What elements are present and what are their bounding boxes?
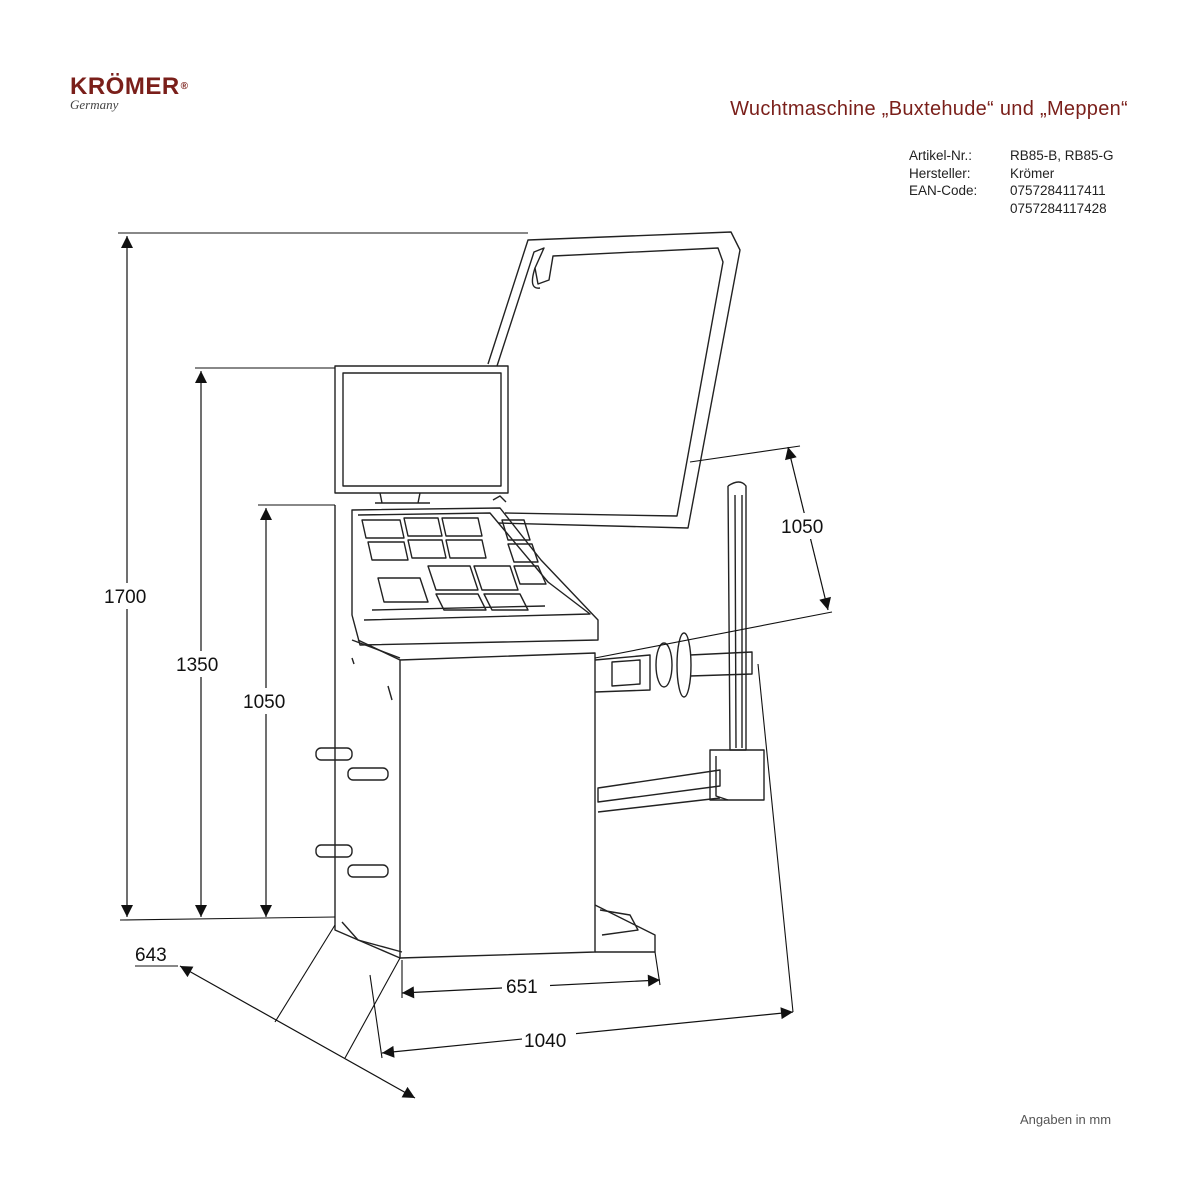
- spec-row-manufacturer: Hersteller: Krömer: [909, 165, 1114, 183]
- dim-label-1040: 1040: [524, 1031, 566, 1052]
- dimension-lines: [121, 236, 831, 1099]
- dim-label-643: 643: [135, 945, 167, 966]
- kromer-logo: KRÖMER® Germany: [70, 74, 189, 112]
- page-title: Wuchtmaschine „Buxtehude“ und „Meppen“: [730, 98, 1128, 120]
- balancing-shaft: [594, 632, 753, 698]
- logo-name: KRÖMER: [70, 73, 180, 100]
- measuring-arm: [597, 481, 765, 813]
- wheel-guard-hood: [487, 231, 741, 529]
- monitor: [334, 365, 509, 504]
- spec-table: Artikel-Nr.: RB85-B, RB85-G Hersteller: …: [909, 147, 1114, 217]
- logo-subtitle: Germany: [70, 97, 119, 112]
- tray-compartments: [361, 517, 547, 611]
- dim-label-651: 651: [506, 977, 538, 998]
- spec-row-ean: EAN-Code: 0757284117411: [909, 182, 1114, 200]
- cabinet: [334, 505, 656, 959]
- dim-line-643: [179, 965, 416, 1099]
- spec-value: Krömer: [1010, 165, 1055, 181]
- spec-label: EAN-Code:: [909, 183, 978, 198]
- spec-value: 0757284117411: [1010, 183, 1106, 198]
- unit-note: Angaben in mm: [1020, 1112, 1112, 1127]
- spec-row-article: Artikel-Nr.: RB85-B, RB85-G: [909, 147, 1114, 165]
- spec-label: Hersteller:: [909, 165, 971, 181]
- spec-label: Artikel-Nr.:: [909, 148, 973, 163]
- dim-label-1700: 1700: [104, 587, 146, 608]
- dim-label-1350: 1350: [176, 655, 218, 676]
- spec-value: RB85-B, RB85-G: [1010, 148, 1114, 163]
- dim-label-1050-hood: 1050: [781, 517, 823, 538]
- machine-drawing: [315, 231, 765, 959]
- dim-label-1050-body: 1050: [243, 692, 285, 713]
- spec-row-ean-2: 0757284117428: [909, 200, 1114, 218]
- weight-tray: [351, 507, 599, 646]
- weight-holders: [315, 747, 389, 878]
- dim-line-1040: [381, 1007, 794, 1058]
- spec-value: 0757284117428: [1010, 200, 1107, 216]
- registered-mark: ®: [180, 81, 189, 92]
- dimension-labels: 1700 1350 1050 1050 643 651 1040: [100, 513, 834, 1052]
- extension-lines: [118, 232, 833, 1059]
